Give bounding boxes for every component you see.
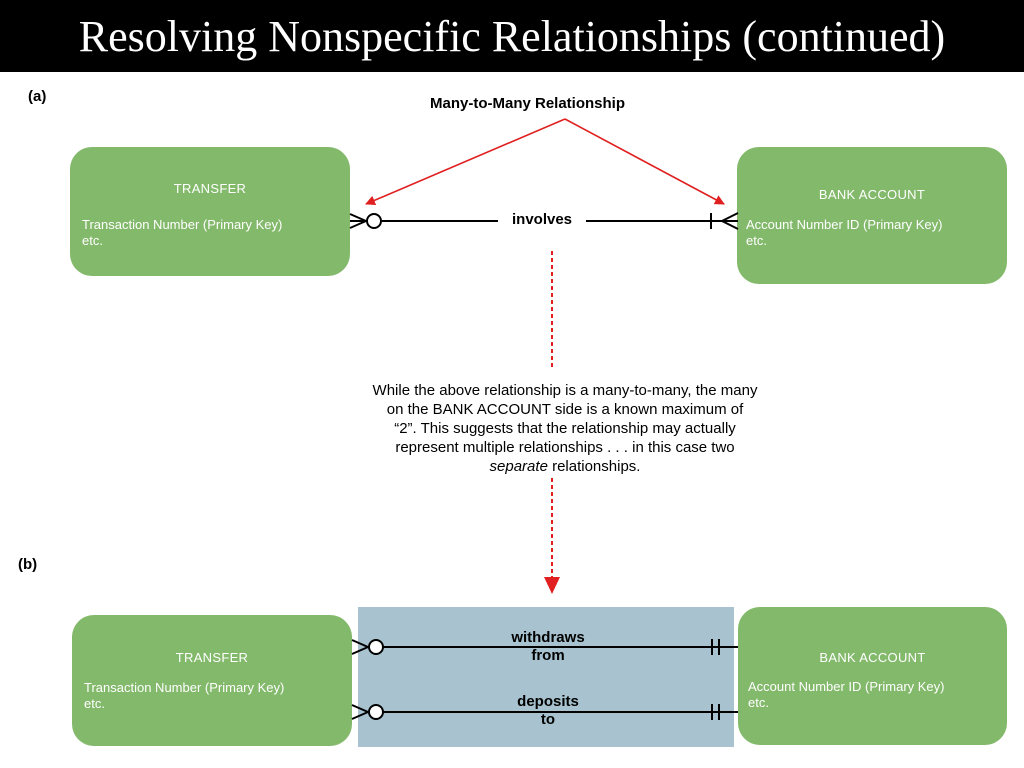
dashed-transition-arrow xyxy=(544,251,560,594)
bank-account-etc: etc. xyxy=(746,233,767,248)
bank-account-entity-name: BANK ACCOUNT xyxy=(819,650,926,665)
deposits-label-line-1: deposits xyxy=(517,693,579,710)
bank-account-entity-name: BANK ACCOUNT xyxy=(818,187,926,202)
transfer-etc: etc. xyxy=(84,696,105,711)
transfer-entity-a[interactable]: TRANSFER Transaction Number (Primary Key… xyxy=(70,147,350,276)
many-to-many-annotation: Many-to-Many Relationship xyxy=(430,95,626,112)
note-line-3: “2”. This suggests that the relationship… xyxy=(394,420,736,437)
deposits-label-line-2: to xyxy=(540,711,556,728)
withdraws-label-line-2: from xyxy=(531,647,565,664)
panel-a-label: (a) xyxy=(28,88,47,105)
transfer-primary-key: Transaction Number (Primary Key) xyxy=(82,217,283,232)
transfer-entity-name: TRANSFER xyxy=(175,650,249,665)
explanation-note: While the above relationship is a many-t… xyxy=(290,381,840,476)
transfer-entity-name: TRANSFER xyxy=(173,181,247,196)
note-line-5-rest: relationships. xyxy=(547,458,641,475)
transfer-primary-key: Transaction Number (Primary Key) xyxy=(84,680,285,695)
note-line-4: represent multiple relationships . . . i… xyxy=(395,439,735,456)
deposits-to-relationship-line xyxy=(351,704,738,720)
withdraws-label-line-1: withdraws xyxy=(511,629,585,646)
note-line-2: on the BANK ACCOUNT side is a known maxi… xyxy=(386,401,744,418)
slide-title: Resolving Nonspecific Relationships (con… xyxy=(78,11,946,61)
transfer-entity-b[interactable]: TRANSFER Transaction Number (Primary Key… xyxy=(72,615,352,746)
note-line-5: separate relationships. xyxy=(290,457,840,476)
bank-account-primary-key: Account Number ID (Primary Key) xyxy=(746,217,943,232)
title-bar: Resolving Nonspecific Relationships (con… xyxy=(0,0,1024,72)
bank-account-entity-a[interactable]: BANK ACCOUNT Account Number ID (Primary … xyxy=(737,147,1007,284)
withdraws-from-relationship-line xyxy=(351,639,738,655)
transfer-etc: etc. xyxy=(82,233,103,248)
deposits-to-label: deposits to xyxy=(470,693,626,729)
bank-account-entity-b[interactable]: BANK ACCOUNT Account Number ID (Primary … xyxy=(738,607,1007,745)
involves-label: involves xyxy=(498,211,586,229)
bank-account-primary-key: Account Number ID (Primary Key) xyxy=(748,679,945,694)
note-line-1: While the above relationship is a many-t… xyxy=(372,382,758,399)
bank-account-etc: etc. xyxy=(748,695,769,710)
note-emphasis: separate xyxy=(489,458,548,475)
withdraws-from-label: withdraws from xyxy=(470,629,626,665)
panel-b-label: (b) xyxy=(18,556,38,573)
many-to-many-arrows xyxy=(365,118,725,206)
involves-relationship-line xyxy=(349,212,739,230)
relationships-highlight-box xyxy=(358,607,734,747)
